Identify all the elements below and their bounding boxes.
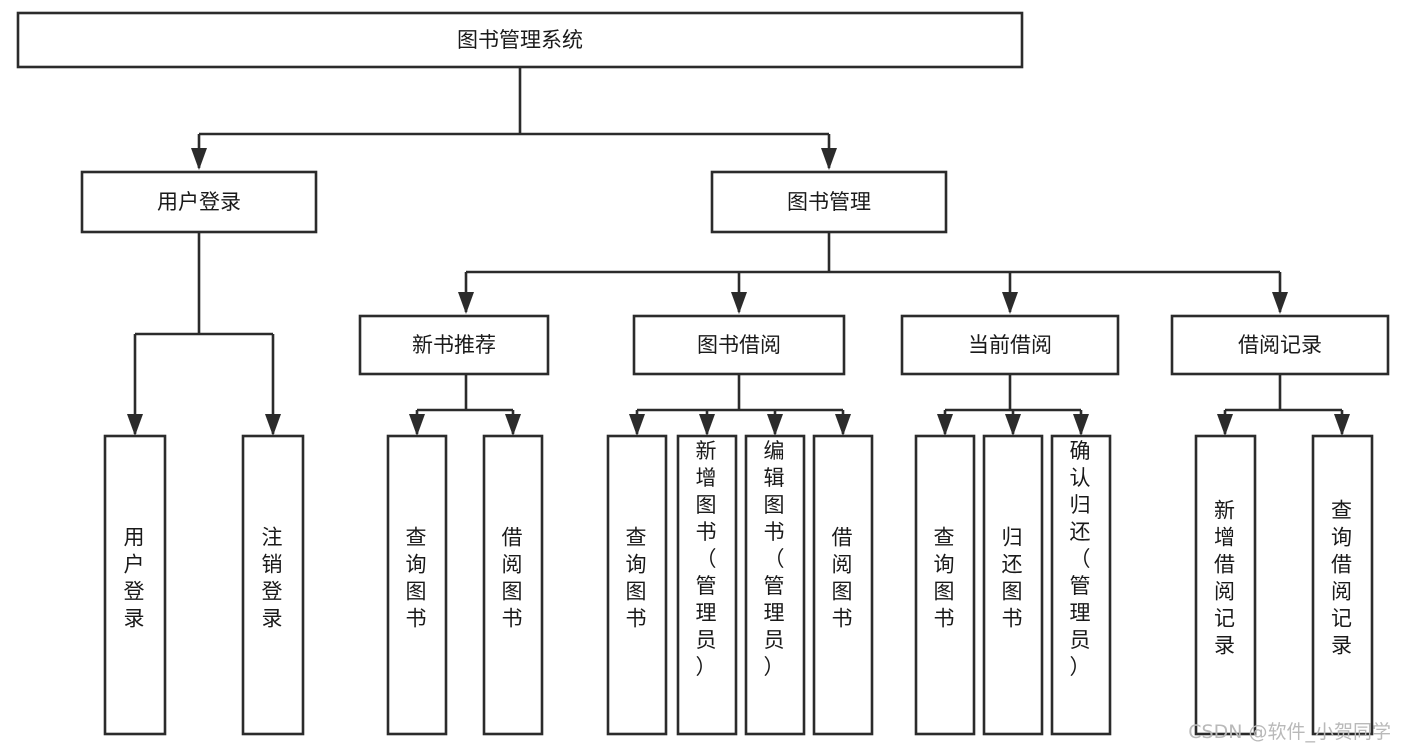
node-leaf-user-logout[interactable]: 注销登录 (241, 434, 305, 736)
node-root[interactable]: 图书管理系统 (16, 11, 1024, 69)
node-box-leaf-borrow-book-1[interactable] (482, 434, 544, 736)
arrow-head-icon (458, 292, 474, 314)
node-label-book-borrow: 图书借阅 (697, 333, 781, 357)
node-label-new-book-recommend: 新书推荐 (412, 333, 496, 357)
arrow-head-icon (191, 148, 207, 170)
node-label-current-borrow: 当前借阅 (968, 333, 1052, 357)
node-box-leaf-query-book-1[interactable] (386, 434, 448, 736)
node-leaf-query-record[interactable]: 查询借阅记录 (1311, 434, 1374, 736)
arrow-head-icon (835, 414, 851, 436)
arrow-head-icon (629, 414, 645, 436)
node-label-user-login: 用户登录 (157, 190, 241, 214)
node-leaf-user-login[interactable]: 用户登录 (103, 434, 167, 736)
node-label-book-management: 图书管理 (787, 190, 871, 214)
arrow-head-icon (821, 148, 837, 170)
node-box-leaf-borrow-book-2[interactable] (812, 434, 874, 736)
arrow-head-icon (1073, 414, 1089, 436)
arrow-head-icon (127, 414, 143, 436)
arrow-head-icon (1217, 414, 1233, 436)
node-new-book-recommend[interactable]: 新书推荐 (358, 314, 550, 376)
node-leaf-borrow-book-1[interactable]: 借阅图书 (482, 434, 544, 736)
csdn-watermark: CSDN @软件_小贺同学 (1188, 721, 1391, 743)
edges-layer (127, 67, 1350, 436)
node-box-leaf-confirm-return[interactable] (1050, 434, 1112, 736)
arrow-head-icon (1272, 292, 1288, 314)
node-box-leaf-edit-book[interactable] (744, 434, 806, 736)
arrow-head-icon (699, 414, 715, 436)
node-label-leaf-user-login: 用户登录 (124, 526, 147, 631)
node-box-leaf-user-logout[interactable] (241, 434, 305, 736)
node-box-leaf-query-book-3[interactable] (914, 434, 976, 736)
node-leaf-add-book[interactable]: 新增图书（管理员） (676, 434, 738, 736)
arrow-head-icon (505, 414, 521, 436)
node-book-management[interactable]: 图书管理 (710, 170, 948, 234)
node-box-leaf-query-record[interactable] (1311, 434, 1374, 736)
nodes-layer: 图书管理系统用户登录图书管理新书推荐图书借阅当前借阅借阅记录用户登录注销登录查询… (16, 11, 1390, 736)
node-box-book-borrow[interactable] (632, 314, 846, 376)
arrow-head-icon (409, 414, 425, 436)
node-label-leaf-query-record: 查询借阅记录 (1331, 499, 1354, 658)
node-leaf-return-book[interactable]: 归还图书 (982, 434, 1044, 736)
node-leaf-confirm-return[interactable]: 确认归还（管理员） (1050, 434, 1112, 736)
node-box-leaf-user-login[interactable] (103, 434, 167, 736)
node-label-leaf-add-book: 新增图书（管理员） (696, 439, 719, 679)
node-label-leaf-add-record: 新增借阅记录 (1214, 499, 1237, 658)
node-label-leaf-borrow-book-2: 借阅图书 (832, 526, 855, 631)
arrow-head-icon (1002, 292, 1018, 314)
node-box-current-borrow[interactable] (900, 314, 1120, 376)
node-label-leaf-confirm-return: 确认归还（管理员） (1070, 439, 1093, 679)
node-label-leaf-edit-book: 编辑图书（管理员） (764, 439, 787, 679)
node-label-leaf-query-book-2: 查询图书 (626, 526, 649, 631)
arrow-head-icon (767, 414, 783, 436)
arrow-head-icon (1005, 414, 1021, 436)
node-box-leaf-add-record[interactable] (1194, 434, 1257, 736)
node-box-borrow-record[interactable] (1170, 314, 1390, 376)
node-box-leaf-query-book-2[interactable] (606, 434, 668, 736)
arrow-head-icon (937, 414, 953, 436)
arrow-head-icon (1334, 414, 1350, 436)
node-box-new-book-recommend[interactable] (358, 314, 550, 376)
node-box-root[interactable] (16, 11, 1024, 69)
node-box-leaf-add-book[interactable] (676, 434, 738, 736)
arrow-head-icon (265, 414, 281, 436)
node-label-leaf-return-book: 归还图书 (1002, 526, 1025, 631)
node-box-book-management[interactable] (710, 170, 948, 234)
node-label-leaf-user-logout: 注销登录 (262, 526, 285, 631)
node-box-user-login[interactable] (80, 170, 318, 234)
node-leaf-edit-book[interactable]: 编辑图书（管理员） (744, 434, 806, 736)
node-borrow-record[interactable]: 借阅记录 (1170, 314, 1390, 376)
node-user-login[interactable]: 用户登录 (80, 170, 318, 234)
node-leaf-query-book-1[interactable]: 查询图书 (386, 434, 448, 736)
node-label-leaf-borrow-book-1: 借阅图书 (502, 526, 525, 631)
node-label-leaf-query-book-3: 查询图书 (934, 526, 957, 631)
node-label-borrow-record: 借阅记录 (1238, 333, 1322, 357)
node-leaf-query-book-3[interactable]: 查询图书 (914, 434, 976, 736)
node-current-borrow[interactable]: 当前借阅 (900, 314, 1120, 376)
node-book-borrow[interactable]: 图书借阅 (632, 314, 846, 376)
arrow-head-icon (731, 292, 747, 314)
node-label-root: 图书管理系统 (457, 28, 583, 52)
node-label-leaf-query-book-1: 查询图书 (406, 526, 429, 631)
node-leaf-borrow-book-2[interactable]: 借阅图书 (812, 434, 874, 736)
node-leaf-query-book-2[interactable]: 查询图书 (606, 434, 668, 736)
node-leaf-add-record[interactable]: 新增借阅记录 (1194, 434, 1257, 736)
node-box-leaf-return-book[interactable] (982, 434, 1044, 736)
